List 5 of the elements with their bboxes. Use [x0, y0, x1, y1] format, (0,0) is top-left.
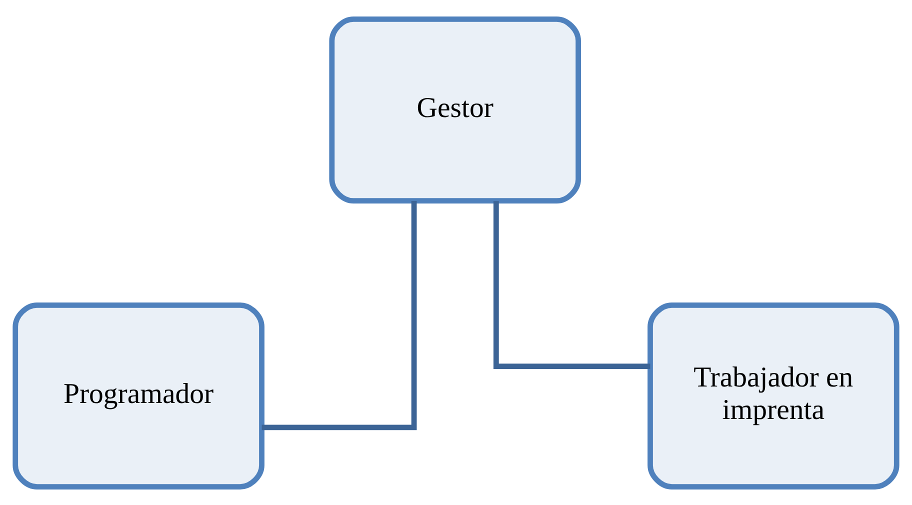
connector [262, 200, 417, 430]
node-box: Programador [12, 302, 264, 489]
connector [493, 200, 650, 368]
node-box: Gestor [329, 16, 581, 204]
node-box: Trabajador en imprenta [648, 302, 900, 489]
